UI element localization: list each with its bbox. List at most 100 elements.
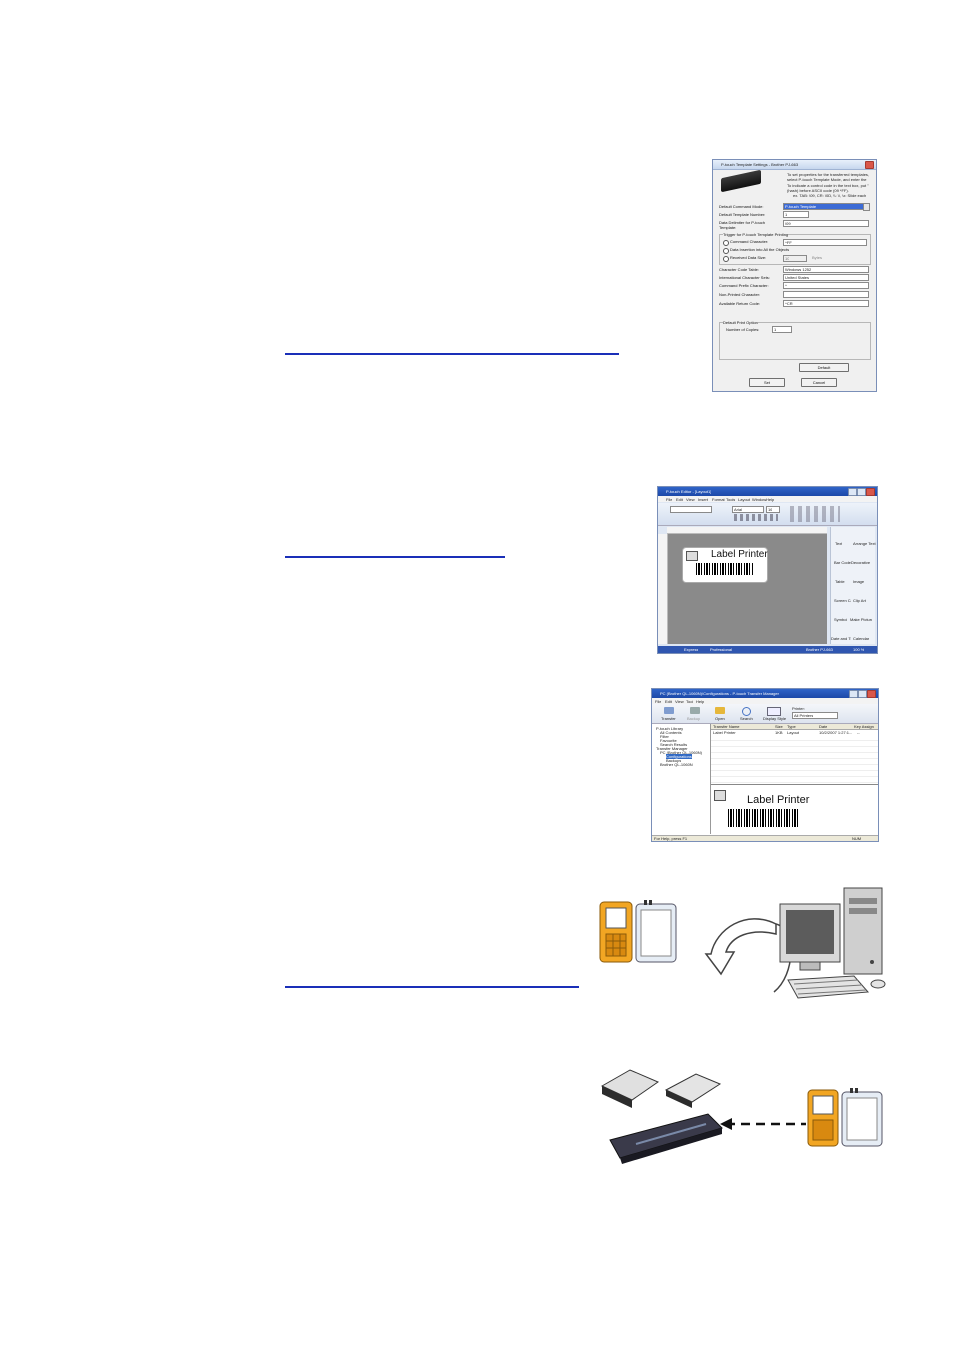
non-printed-field[interactable]: [783, 291, 869, 298]
template-settings-dialog: P-touch Template Settings - Brother PJ-6…: [712, 159, 877, 392]
toolbar-transfer[interactable]: Transfer: [661, 716, 676, 721]
char-code-table-select[interactable]: Windows 1252: [783, 266, 869, 273]
close-icon[interactable]: [865, 161, 874, 169]
label-barcode: [696, 563, 754, 575]
data-delimiter-field[interactable]: \09: [783, 220, 869, 227]
paper-select[interactable]: [670, 506, 712, 513]
minimize-icon[interactable]: [849, 690, 858, 698]
status-num: NUM: [852, 836, 862, 841]
menu-format[interactable]: Format: [712, 497, 725, 502]
transfer-icon[interactable]: [664, 707, 674, 714]
menu-insert[interactable]: Insert: [698, 497, 709, 502]
tree-ptouch-library[interactable]: P-touch Library: [656, 726, 684, 731]
menu-file[interactable]: File: [666, 497, 673, 502]
default-template-number-stepper[interactable]: 1: [783, 211, 809, 218]
side-item-image[interactable]: Image: [853, 579, 865, 584]
zoom-level[interactable]: 100 %: [853, 647, 865, 652]
tree-brother-ql[interactable]: Brother QL-1060N: [660, 762, 693, 767]
link-underline-2[interactable]: [285, 556, 505, 558]
set-button[interactable]: Set: [749, 378, 785, 387]
align-buttons[interactable]: [790, 506, 840, 522]
printer-select[interactable]: All Printers: [792, 712, 838, 719]
command-character-field[interactable]: ^FF: [783, 239, 867, 246]
toolbar-search[interactable]: Search: [740, 716, 753, 721]
format-buttons[interactable]: [734, 514, 778, 521]
toolbar-backup[interactable]: Backup: [687, 716, 701, 721]
tree-pc[interactable]: PC (Brother QL-1060N): [660, 750, 703, 755]
side-item-make-picture[interactable]: Make Picture: [850, 617, 872, 622]
transfer-menubar: File Edit View Tool Help: [652, 698, 878, 704]
radio-data-insertion[interactable]: [723, 248, 729, 254]
default-button[interactable]: Default: [799, 363, 849, 372]
font-size-select[interactable]: 16: [766, 506, 780, 513]
side-item-decorative-frame[interactable]: Decorative Frame: [851, 560, 871, 565]
splitter[interactable]: [711, 784, 878, 785]
search-icon[interactable]: [742, 707, 751, 716]
side-item-text[interactable]: Text: [835, 541, 843, 546]
menu-window[interactable]: Window: [752, 497, 767, 502]
menu-view[interactable]: View: [686, 497, 695, 502]
return-code-select[interactable]: ^CR: [783, 300, 869, 307]
menu-tools[interactable]: Tools: [726, 497, 736, 502]
tree-all-contents[interactable]: All Contents: [660, 730, 682, 735]
side-item-table[interactable]: Table: [835, 579, 845, 584]
maximize-icon[interactable]: [857, 488, 866, 496]
transfer-toolbar: [652, 704, 878, 724]
radio-received-data-size[interactable]: [723, 256, 729, 262]
display-style-icon[interactable]: [767, 707, 781, 716]
tree-filter[interactable]: Filter: [660, 734, 669, 739]
toolbar-display-style[interactable]: Display Style: [763, 716, 787, 721]
default-command-mode-select[interactable]: P-touch Template: [783, 203, 869, 210]
menu-view[interactable]: View: [675, 699, 684, 704]
menu-tool[interactable]: Tool: [686, 699, 694, 704]
card-device-icon: [635, 900, 677, 963]
menu-help[interactable]: Help: [696, 699, 705, 704]
menu-help[interactable]: Help: [766, 497, 775, 502]
side-item-arrange-text[interactable]: Arrange Text: [853, 541, 876, 546]
close-icon[interactable]: [866, 488, 875, 496]
link-underline-3[interactable]: [285, 986, 579, 988]
table-row[interactable]: Label Printer 1KB Layout 10/2/2007 1:27:…: [713, 730, 860, 735]
printer-image: [721, 169, 761, 193]
link-underline-1[interactable]: [285, 353, 619, 355]
radio-command-character[interactable]: [723, 240, 729, 246]
tree-favourite[interactable]: Favourite: [660, 738, 677, 743]
label-card[interactable]: Label Printer: [682, 547, 768, 583]
side-item-bar-code[interactable]: Bar Code: [834, 560, 851, 565]
side-item-calendar[interactable]: Calendar: [853, 636, 870, 641]
side-item-screen-capture[interactable]: Screen Capture: [834, 598, 851, 603]
col-transfer-name[interactable]: Transfer Name: [713, 724, 740, 729]
col-type[interactable]: Type: [787, 724, 796, 729]
tree-search-results[interactable]: Search Results: [660, 742, 688, 747]
chevron-down-icon[interactable]: [863, 203, 870, 211]
tab-professional[interactable]: Professional: [710, 647, 733, 652]
side-item-symbol[interactable]: Symbol: [834, 617, 848, 622]
received-data-unit: Bytes: [812, 255, 823, 260]
dialog-intro-2: To indicate a control code in the text b…: [787, 183, 869, 193]
tree-transfer-manager[interactable]: Transfer Manager: [656, 746, 688, 751]
backup-icon[interactable]: [690, 707, 700, 714]
font-name-select[interactable]: Arial: [732, 506, 764, 513]
menu-layout[interactable]: Layout: [738, 497, 751, 502]
intl-char-set-select[interactable]: United States: [783, 274, 869, 281]
toolbar-open[interactable]: Open: [715, 716, 725, 721]
col-key-assign[interactable]: Key Assign: [854, 724, 874, 729]
folder-open-icon[interactable]: [715, 707, 725, 714]
menu-file[interactable]: File: [655, 699, 662, 704]
tree-configurations[interactable]: Configurations: [666, 754, 692, 759]
col-size[interactable]: Size: [775, 724, 783, 729]
tab-express[interactable]: Express: [684, 647, 699, 652]
cancel-button[interactable]: Cancel: [801, 378, 837, 387]
col-date[interactable]: Date: [819, 724, 828, 729]
received-data-size-field[interactable]: 10: [783, 255, 807, 262]
maximize-icon[interactable]: [858, 690, 867, 698]
minimize-icon[interactable]: [848, 488, 857, 496]
command-prefix-field[interactable]: ^: [783, 282, 869, 289]
close-icon[interactable]: [867, 690, 876, 698]
copies-stepper[interactable]: 1: [772, 326, 792, 333]
menu-edit[interactable]: Edit: [676, 497, 683, 502]
menu-edit[interactable]: Edit: [665, 699, 672, 704]
side-item-date-time[interactable]: Date and Time: [831, 636, 851, 641]
tree-backups[interactable]: Backups: [666, 758, 682, 763]
side-item-clip-art[interactable]: Clip Art: [853, 598, 866, 603]
